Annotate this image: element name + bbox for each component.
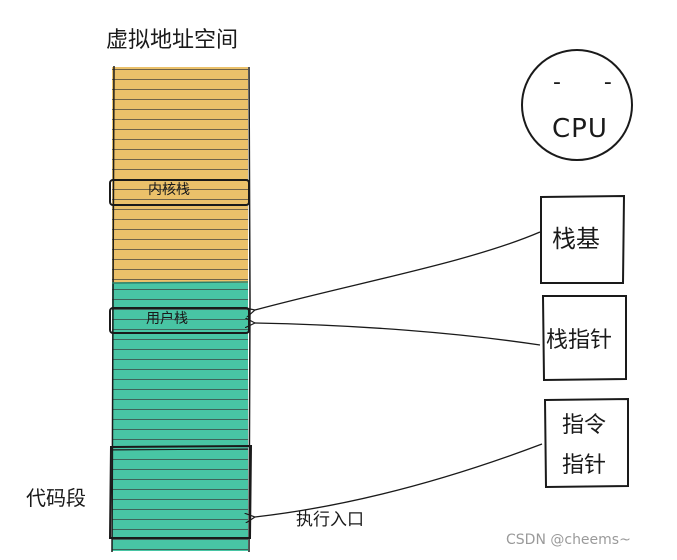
- address-space-right-edge: [248, 66, 251, 553]
- stack-pointer-arrow: [255, 323, 541, 346]
- address-space-title: 虚拟地址空间: [106, 28, 239, 53]
- entry-point-label: 执行入口: [296, 510, 364, 530]
- cpu-label: CPU: [552, 114, 608, 144]
- instruction-pointer-box: [543, 397, 629, 489]
- user-stack-label: 用户栈: [146, 311, 188, 327]
- base-pointer-arrow: [255, 231, 541, 310]
- stack-pointer-label: 栈指针: [546, 328, 613, 353]
- cpu-face: - -: [553, 70, 630, 95]
- code-segment-frame: [108, 444, 253, 539]
- base-pointer-label: 栈基: [552, 225, 600, 253]
- instruction-pointer-label-line2: 指针: [562, 453, 607, 478]
- code-segment-label: 代码段: [26, 486, 86, 510]
- watermark: CSDN @cheems~: [506, 532, 631, 548]
- stack-pointer-box: [541, 295, 627, 382]
- kernel-stack-label: 内核栈: [148, 182, 190, 198]
- cpu-circle: [521, 49, 633, 161]
- instruction-pointer-arrow: [255, 443, 543, 517]
- base-pointer-box: [540, 194, 626, 284]
- instruction-pointer-label-line1: 指令: [562, 413, 607, 438]
- address-space-left-edge: [111, 65, 115, 553]
- kernel-stack-frame: [109, 179, 250, 206]
